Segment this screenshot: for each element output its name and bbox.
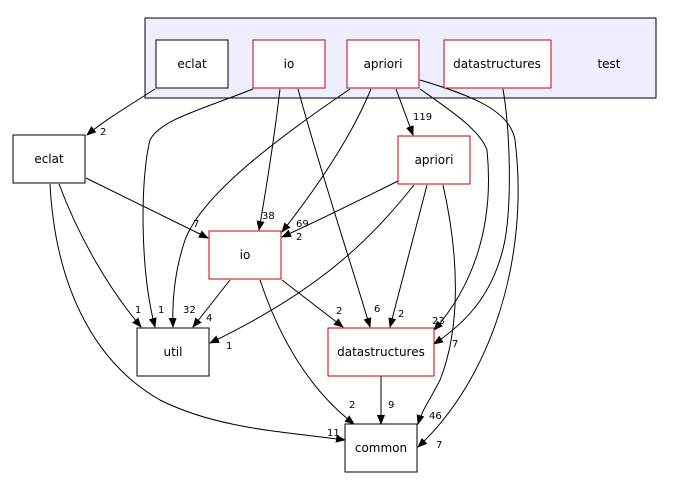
edge-c_apriori-to-common [417,79,519,448]
node-box[interactable] [397,135,471,185]
edge-c_apriori-to-datastructures [419,88,489,331]
edge-label-io-to-util: 4 [206,313,212,324]
edge-label-c_apriori-to-common: 7 [436,440,442,451]
edge-label-apriori-to-util: 1 [226,341,232,352]
edge-label-c_io-to-datastructures: 6 [374,304,380,315]
edge-label-io-to-datastructures: 2 [336,306,342,317]
node-c_datastructures[interactable]: datastructures [443,39,552,89]
edge-label-c_eclat-to-eclat: 2 [100,127,106,138]
node-box[interactable] [12,134,86,184]
node-box[interactable] [346,39,420,89]
edge-apriori-to-common [416,184,456,425]
node-label: eclat [34,152,64,166]
edge-label-datastructures-to-common: 9 [388,400,394,411]
node-label: apriori [415,153,454,167]
node-label: util [164,345,183,359]
node-box[interactable] [443,39,552,89]
node-apriori[interactable]: apriori [397,135,471,185]
edge-label-io-to-common: 2 [349,400,355,411]
node-label: datastructures [337,345,425,359]
node-box[interactable] [252,39,326,89]
edge-io-to-datastructures [281,279,344,328]
node-eclat[interactable]: eclat [12,134,86,184]
edge-label-eclat-to-io: 7 [193,219,199,230]
node-label: io [284,57,295,71]
edge-label-c_apriori-to-io: 69 [296,219,309,230]
edge-apriori-to-datastructures [388,184,428,328]
node-box[interactable] [155,39,229,89]
edge-c_io-to-util [142,88,254,328]
node-io[interactable]: io [208,230,282,280]
edge-apriori-to-util [209,184,415,344]
node-common[interactable]: common [344,423,418,473]
node-box[interactable] [327,327,435,377]
edge-label-eclat-to-util: 1 [135,305,141,316]
edge-c_eclat-to-eclat [86,88,156,136]
edge-eclat-to-io [85,177,209,239]
node-label: apriori [364,57,403,71]
node-label: eclat [177,57,207,71]
edge-label-eclat-to-common: 11 [327,428,340,439]
edge-label-c_apriori-to-util: 32 [183,305,196,316]
node-box[interactable] [136,327,210,377]
node-label: io [240,248,251,262]
edge-eclat-to-common [49,183,346,443]
edge-label-apriori-to-datastructures: 2 [398,309,404,320]
edge-c_io-to-io [256,88,281,231]
node-c_apriori[interactable]: apriori [346,39,420,89]
node-datastructures[interactable]: datastructures [327,327,435,377]
edge-eclat-to-util [58,183,142,328]
edge-io-to-util [192,279,231,328]
edge-c_io-to-datastructures [297,88,372,328]
edge-apriori-to-io [281,180,399,238]
node-box[interactable] [344,423,418,473]
edge-label-c_apriori-to-apriori: 119 [413,112,432,123]
cluster-label: test [597,57,620,71]
edge-label-c_datastructures-to-datastructures: 7 [452,339,458,350]
edge-label-apriori-to-io: 2 [296,232,302,243]
node-c_eclat[interactable]: eclat [155,39,229,89]
edge-c_apriori-to-util [168,88,351,328]
node-box[interactable] [208,230,282,280]
edge-label-apriori-to-common: 46 [429,411,442,422]
edge-c_datastructures-to-datastructures [433,88,510,345]
node-label: datastructures [453,57,541,71]
node-label: common [355,441,407,455]
edge-io-to-common [259,279,355,425]
node-c_io[interactable]: io [252,39,326,89]
edge-label-c_io-to-io: 38 [262,211,275,222]
edge-c_apriori-to-io [281,88,372,233]
edge-label-c_apriori-to-datastructures: 23 [432,316,445,327]
edge-label-c_io-to-util: 1 [158,305,164,316]
node-util[interactable]: util [136,327,210,377]
edge-c_apriori-to-apriori [395,88,414,136]
